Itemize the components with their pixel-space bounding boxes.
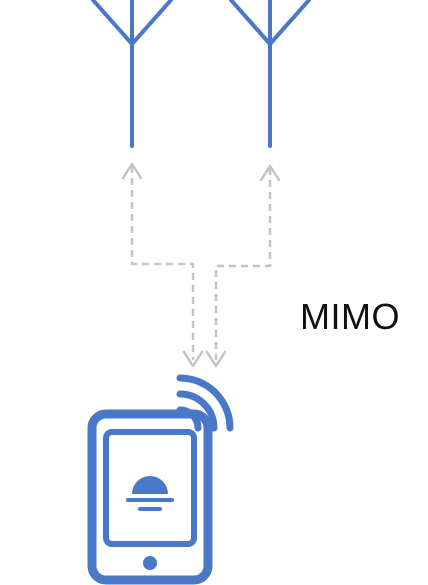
arrowhead-up-left-icon xyxy=(121,162,143,180)
smartphone-icon xyxy=(87,409,213,585)
antenna-left-icon xyxy=(91,0,173,148)
antenna-right-icon xyxy=(229,0,311,148)
arrowhead-down-right-icon xyxy=(205,350,227,368)
signal-path-right xyxy=(214,168,272,360)
mimo-label: MIMO xyxy=(300,296,400,337)
arrowhead-down-left-icon xyxy=(182,350,204,368)
arrowhead-up-right-icon xyxy=(259,164,281,182)
signal-path-left xyxy=(130,166,195,360)
